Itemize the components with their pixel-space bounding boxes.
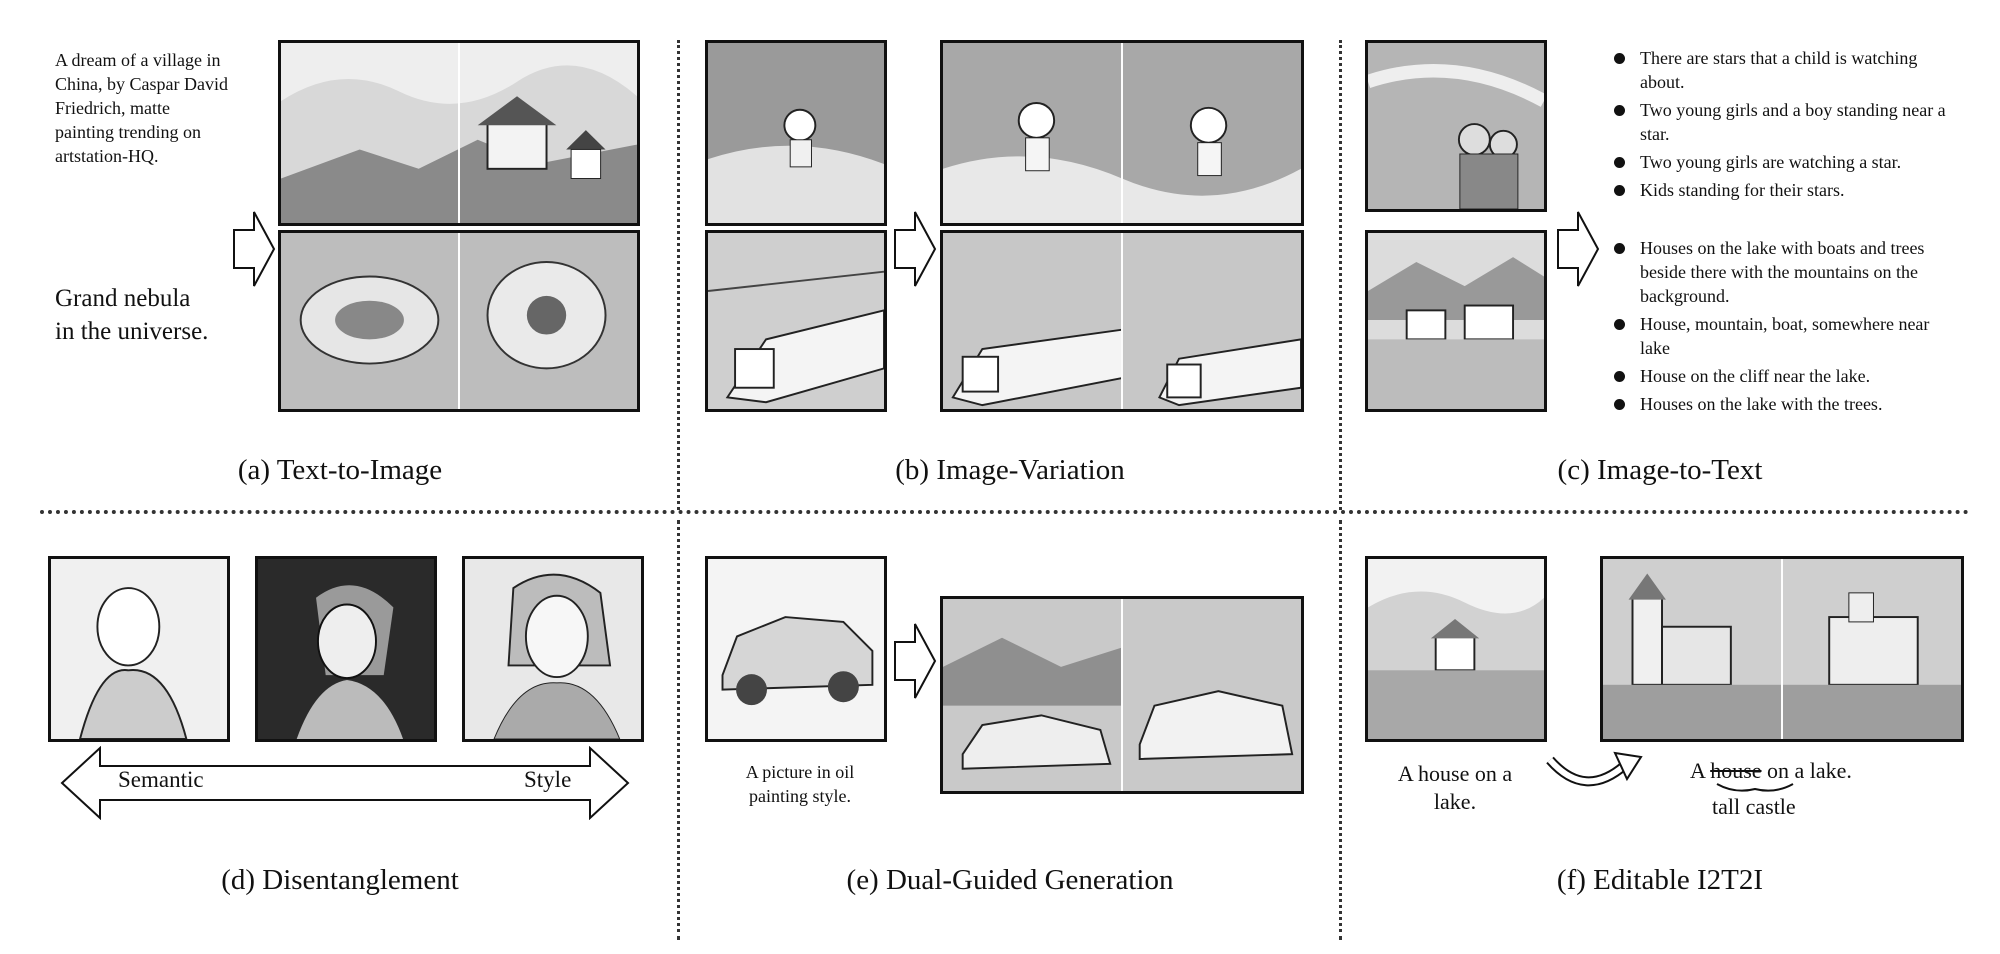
portrait-original [255, 556, 437, 742]
column-divider-1 [677, 40, 680, 510]
portrait-semantic [48, 556, 230, 742]
input-image-kids-stars [1365, 40, 1547, 212]
variation-images-astronaut [940, 40, 1304, 226]
generated-captions-bottom: Houses on the lake with boats and trees … [1612, 236, 1962, 420]
input-image-car [705, 556, 887, 742]
edited-caption-replacement: tall castle [1712, 794, 1796, 819]
generated-images-car [940, 596, 1304, 794]
right-arrow-icon [1557, 211, 1600, 287]
input-image-astronaut [705, 40, 887, 226]
portrait-style [462, 556, 644, 742]
input-image-train [705, 230, 887, 412]
caption-item: Two young girls and a boy standing near … [1612, 98, 1952, 146]
semantic-label: Semantic [118, 767, 204, 792]
column-divider-4 [1339, 520, 1342, 940]
text-prompt-village: A dream of a village in China, by Caspar… [55, 50, 228, 166]
input-caption: A house on a lake. [1397, 761, 1513, 814]
input-image-house-lake [1365, 556, 1547, 742]
right-arrow-icon [894, 211, 937, 287]
caption-item: There are stars that a child is watching… [1612, 46, 1952, 94]
caption-item: Kids standing for their stars. [1612, 178, 1952, 202]
caption-item: Two young girls are watching a star. [1612, 150, 1952, 174]
input-image-lake-houses [1365, 230, 1547, 412]
generated-image-village [278, 40, 640, 226]
caption-item: Houses on the lake with the trees. [1612, 392, 1962, 416]
panel-caption-c: (c) Image-to-Text [1557, 454, 1763, 486]
row-divider [40, 510, 1970, 514]
edited-caption: A house on a lake. [1690, 758, 1852, 784]
style-label: Style [524, 767, 572, 792]
edited-caption-suffix: on a lake. [1767, 758, 1852, 783]
generated-captions-top: There are stars that a child is watching… [1612, 46, 1952, 206]
text-prompt-oil-painting: A picture in oil painting style. [745, 762, 855, 806]
column-divider-2 [1339, 40, 1342, 510]
double-arrow-icon [60, 746, 630, 820]
edited-caption-struck-word: house [1710, 758, 1762, 783]
edited-caption-prefix: A [1690, 758, 1705, 783]
right-arrow-icon [233, 211, 276, 287]
right-arrow-icon [894, 623, 937, 699]
panel-caption-a: (a) Text-to-Image [237, 454, 443, 486]
text-prompt-nebula: Grand nebula in the universe. [55, 285, 209, 345]
panel-caption-f: (f) Editable I2T2I [1556, 864, 1764, 896]
edit-bracket-icon [1716, 783, 1794, 792]
column-divider-3 [677, 520, 680, 940]
variation-images-train [940, 230, 1304, 412]
panel-caption-e: (e) Dual-Guided Generation [846, 864, 1174, 896]
generated-images-castle [1600, 556, 1964, 742]
panel-caption-d: (d) Disentanglement [221, 864, 459, 896]
caption-item: House on the cliff near the lake. [1612, 364, 1962, 388]
caption-item: Houses on the lake with boats and trees … [1612, 236, 1962, 308]
panel-caption-b: (b) Image-Variation [895, 454, 1125, 486]
caption-item: House, mountain, boat, somewhere near la… [1612, 312, 1962, 360]
generated-image-nebula [278, 230, 640, 412]
curved-arrow-icon [1546, 751, 1643, 787]
